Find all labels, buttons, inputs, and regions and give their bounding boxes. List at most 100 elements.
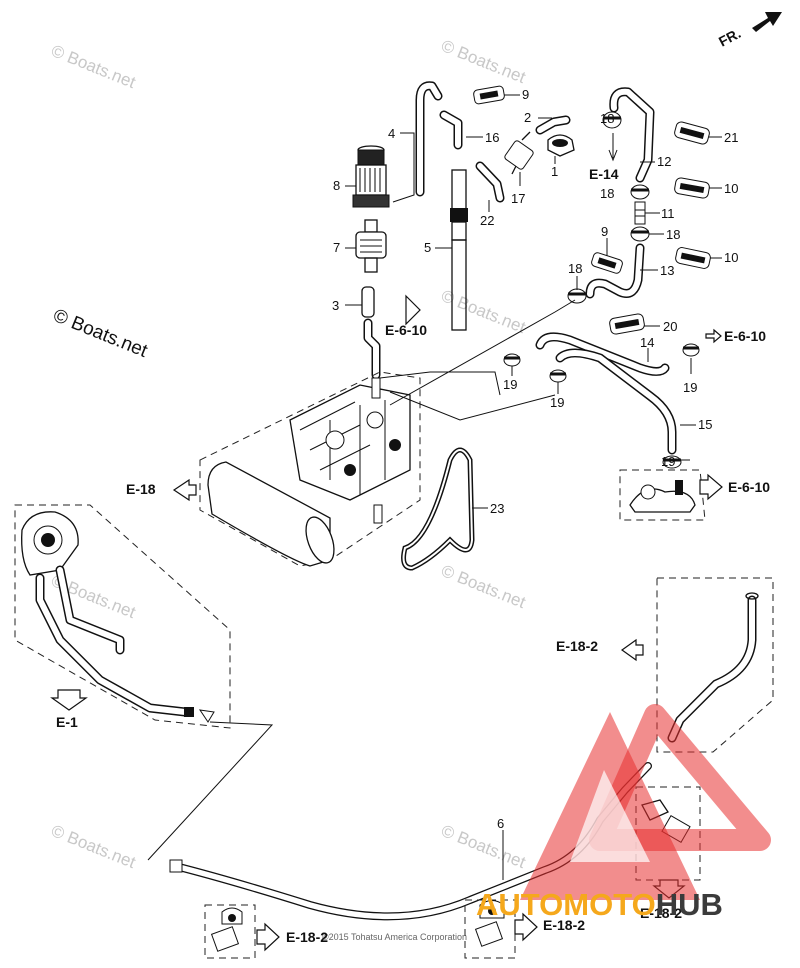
part-clamp-bottom-left [204, 904, 256, 959]
callout-3: 3 [332, 298, 339, 313]
callout-1: 1 [551, 164, 558, 179]
part-clamp-19b [549, 369, 567, 394]
watermarks: © Boats.net © Boats.net © Boats.net © Bo… [49, 36, 529, 942]
part-clamp-19a [503, 353, 521, 376]
callout-19-d: 19 [661, 454, 675, 469]
callout-18-a: 18 [600, 111, 614, 126]
callout-23: 23 [490, 501, 504, 516]
ref-e-6-10-center[interactable]: E-6-10 [385, 322, 427, 338]
arrow-right-e182-bottom-icon [256, 922, 280, 952]
callout-11: 11 [661, 206, 675, 221]
part-joint-16 [439, 110, 483, 150]
arrow-right-e610-icon [699, 473, 723, 501]
part-joint-11 [634, 201, 660, 225]
part-clamp-18b [630, 184, 650, 200]
ref-e-18-2-right[interactable]: E-18-2 [556, 638, 598, 654]
ref-e-14[interactable]: E-14 [589, 166, 619, 182]
callout-19-b: 19 [550, 395, 564, 410]
part-clamp-19d [662, 455, 690, 469]
callout-22: 22 [480, 213, 494, 228]
part-clamp-18c [630, 226, 664, 242]
part-bracket-connector [619, 469, 706, 521]
callout-2: 2 [524, 110, 531, 125]
section-references: E-6-10 E-6-10 E-6-10 E-14 E-18 E-1 E-18-… [56, 166, 770, 945]
watermark-1: © Boats.net [49, 41, 139, 92]
part-hose-3 [345, 286, 381, 380]
part-hose-22 [475, 161, 505, 212]
callout-13: 13 [660, 263, 674, 278]
part-hose-15 [555, 348, 696, 455]
arrow-down-e14-icon [608, 133, 618, 162]
callout-10-upper: 10 [724, 181, 738, 196]
part-fuel-filter-8 [345, 145, 390, 208]
callout-16: 16 [485, 130, 499, 145]
part-inline-filter-7 [345, 219, 387, 273]
logo-triangle-right [589, 704, 771, 851]
part-clip-21 [674, 121, 722, 145]
part-clamp-18d [567, 276, 587, 304]
part-hose-14 [535, 332, 670, 376]
watermark-2: © Boats.net [439, 36, 529, 87]
part-pipe-5 [435, 169, 468, 331]
callout-20: 20 [663, 319, 677, 334]
callout-19-a: 19 [503, 377, 517, 392]
part-hose-4 [392, 81, 443, 203]
arrow-e610-center-icon [405, 294, 421, 326]
callout-9-top: 9 [522, 87, 529, 102]
part-clamp-bottom-mid [464, 899, 516, 959]
callout-7: 7 [333, 240, 340, 255]
callout-14: 14 [640, 335, 654, 350]
part-belt-23 [401, 447, 488, 571]
front-direction-arrow: FR. [716, 12, 782, 50]
arrow-right-e182-mid-icon [514, 912, 538, 942]
callout-6: 6 [497, 816, 504, 831]
carburetor-assembly [199, 299, 576, 567]
callout-5: 5 [424, 240, 431, 255]
callout-12: 12 [657, 154, 671, 169]
callout-8: 8 [333, 178, 340, 193]
part-clip-20 [609, 313, 660, 335]
watermark-main: © Boats.net [50, 305, 151, 362]
ref-e-18-2-bottom-right[interactable]: E-18-2 [640, 905, 682, 921]
part-clip-10a [674, 177, 722, 199]
front-arrow-icon [752, 12, 782, 32]
callout-18-d: 18 [568, 261, 582, 276]
arrow-left-e182-icon [620, 638, 644, 662]
arrow-right-e610b-icon [705, 328, 722, 344]
ref-e-1[interactable]: E-1 [56, 714, 78, 730]
watermark-4: © Boats.net [439, 561, 529, 612]
ref-e-18[interactable]: E-18 [126, 481, 156, 497]
callout-19-c: 19 [683, 380, 697, 395]
part-clamp-1 [547, 134, 575, 164]
callout-15: 15 [698, 417, 712, 432]
logo-text: AUTOMOTOHUB [476, 887, 723, 922]
part-clip-9b [591, 238, 623, 274]
arrow-down-e1-icon [50, 689, 88, 711]
part-clip-9a [473, 85, 520, 105]
watermark-7: © Boats.net [439, 821, 529, 872]
callout-21: 21 [724, 130, 738, 145]
callout-numbers: 1 2 3 4 5 6 7 8 9 9 10 10 11 12 13 14 15… [332, 87, 738, 831]
automotohub-logo: AUTOMOTOHUB [476, 704, 771, 922]
part-hose-13 [585, 243, 658, 299]
ref-e-6-10-lower[interactable]: E-6-10 [728, 479, 770, 495]
callout-17: 17 [511, 191, 525, 206]
watermark-6: © Boats.net [49, 821, 139, 872]
ref-e-6-10-right[interactable]: E-6-10 [724, 328, 766, 344]
part-hose-12 [609, 87, 655, 183]
callout-9-mid: 9 [601, 224, 608, 239]
ref-e-18-2-bottom-left[interactable]: E-18-2 [286, 929, 328, 945]
part-hose-2 [535, 115, 571, 135]
arrow-left-e18-icon [172, 478, 197, 502]
callout-18-c: 18 [666, 227, 680, 242]
part-clamp-18a [602, 111, 622, 129]
front-label: FR. [716, 25, 743, 50]
ref-e-18-2-bottom-mid[interactable]: E-18-2 [543, 917, 585, 933]
part-valve-17 [504, 131, 534, 186]
fuel-pump-assembly [14, 504, 274, 861]
callout-4: 4 [388, 126, 395, 141]
part-clip-10b [675, 247, 722, 269]
part-clamp-19c [682, 343, 700, 374]
